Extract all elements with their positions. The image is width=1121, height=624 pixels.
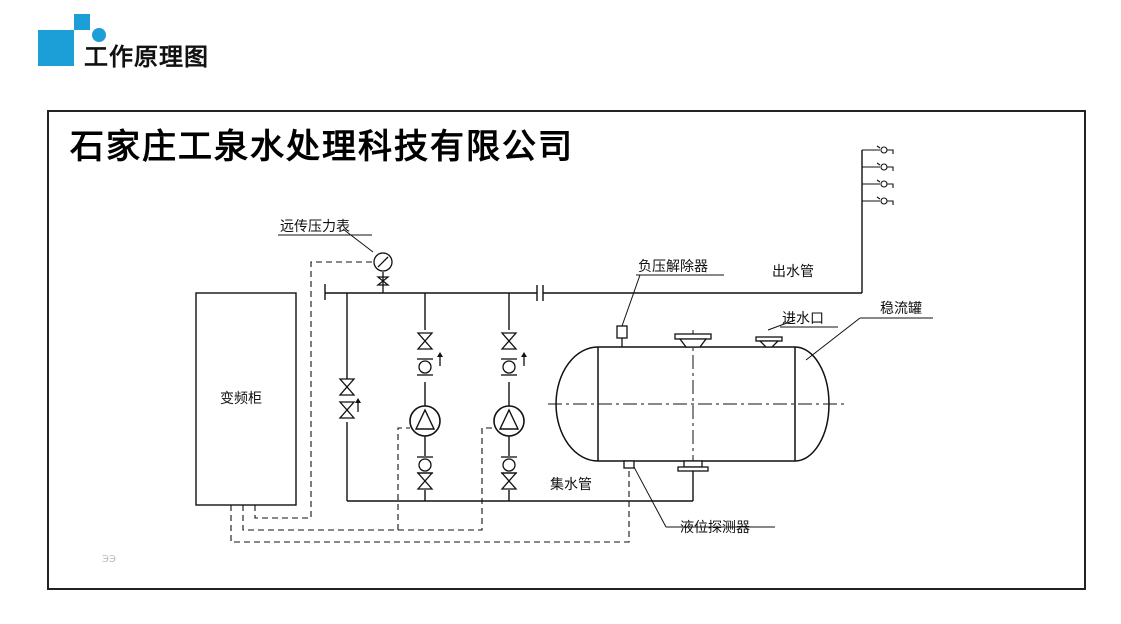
check-valve-icon (500, 358, 518, 376)
gate-valve-icon (501, 472, 517, 490)
stabilizer-tank-label: 稳流罐 (880, 301, 922, 317)
tank-bottom-outlet (677, 460, 709, 472)
vacuum-eliminator (616, 325, 628, 347)
logo-small-square (74, 14, 90, 30)
control-signal-lines (230, 261, 630, 543)
check-valve-icon (500, 456, 518, 474)
diagram-frame (47, 110, 1086, 590)
pressure-gauge-label: 远传压力表 (280, 219, 350, 235)
riser-outlets (862, 149, 880, 202)
bypass-gate-valve (339, 378, 355, 396)
inverter-cabinet (195, 292, 297, 506)
gate-valve-icon (417, 332, 433, 350)
logo-dot (92, 28, 106, 42)
vacuum-eliminator-label: 负压解除器 (638, 259, 708, 275)
faint-watermark: ЭЭ (102, 554, 116, 565)
gate-valve-icon (417, 472, 433, 490)
inlet-label: 进水口 (782, 311, 824, 327)
logo-icon (38, 30, 74, 66)
flow-arrow-icon (520, 351, 528, 367)
pump-icon (493, 405, 525, 437)
pump-icon (409, 405, 441, 437)
flow-arrow-icon (436, 351, 444, 367)
flow-arrow-icon (354, 397, 362, 413)
tank-inlet (755, 336, 783, 348)
pressure-gauge-icon (373, 252, 393, 293)
gate-valve-icon (501, 332, 517, 350)
level-detector-label: 液位探测器 (680, 520, 750, 536)
collector-pipe-label: 集水管 (550, 477, 592, 493)
bypass-check-valve (339, 401, 355, 419)
page-title: 工作原理图 (84, 43, 209, 71)
tank-centerlines (548, 330, 846, 478)
slide-header: 工作原理图 (0, 0, 1121, 90)
collector-pipe (347, 470, 694, 502)
tank-top-flange (674, 333, 712, 348)
outlet-pipe (324, 150, 863, 301)
check-valve-icon (416, 358, 434, 376)
level-detector (623, 460, 635, 469)
outlet-pipe-label: 出水管 (772, 264, 814, 280)
company-name: 石家庄工泉水处理科技有限公司 (70, 127, 574, 167)
inverter-cabinet-label: 变频柜 (220, 391, 262, 407)
check-valve-icon (416, 456, 434, 474)
